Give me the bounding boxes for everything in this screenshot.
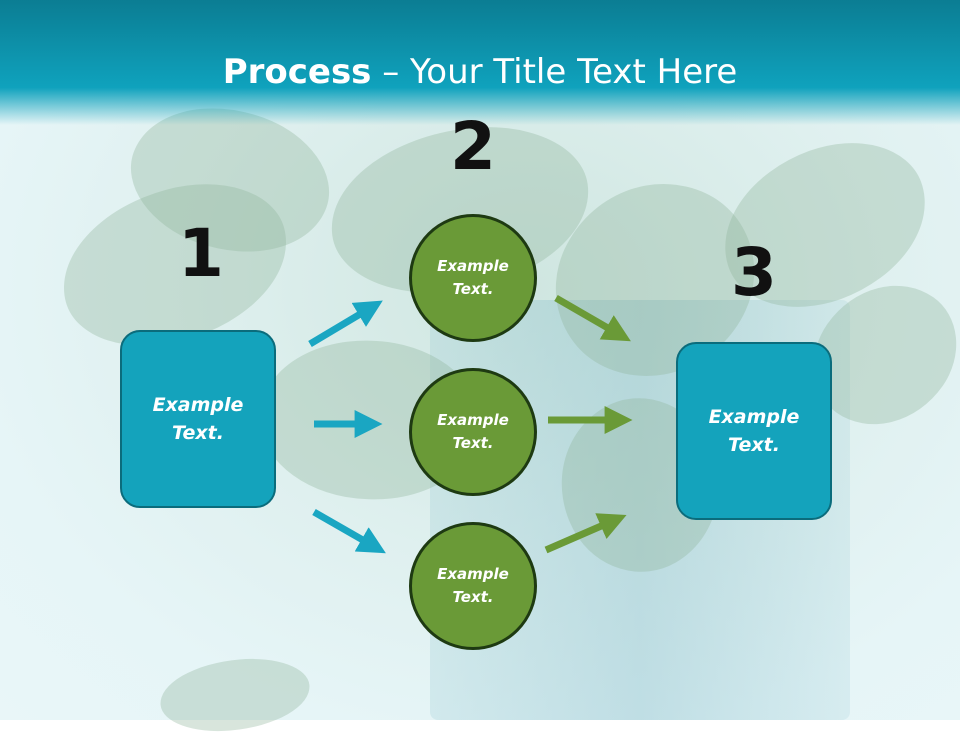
circle-text-line: Text. — [452, 434, 494, 452]
circle-text: Example Text. — [437, 255, 509, 302]
circle-text: Example Text. — [437, 563, 509, 610]
step-number-2: 2 — [450, 108, 496, 185]
left-process-box[interactable]: Example Text. — [120, 330, 276, 508]
left-box-text-line: Text. — [172, 422, 224, 444]
right-process-box[interactable]: Example Text. — [676, 342, 832, 520]
arrows-layer — [308, 294, 633, 554]
circle-text-line: Example — [437, 410, 509, 429]
process-circle-middle[interactable]: Example Text. — [409, 368, 537, 496]
right-box-text: Example Text. — [709, 403, 800, 460]
title-rest: – Your Title Text Here — [371, 52, 738, 92]
title-bar — [0, 0, 960, 125]
arrow-blue-down — [312, 508, 386, 554]
step-number-1: 1 — [178, 215, 224, 292]
process-circle-bottom[interactable]: Example Text. — [409, 522, 537, 650]
circle-text-line: Example — [437, 564, 509, 583]
right-box-text-line: Text. — [728, 434, 780, 456]
circle-text-line: Text. — [452, 280, 494, 298]
left-box-text-line: Example — [152, 393, 244, 416]
process-circle-top[interactable]: Example Text. — [409, 214, 537, 342]
title-bold: Process — [222, 52, 372, 92]
right-box-text-line: Example — [708, 405, 800, 428]
circle-text: Example Text. — [437, 409, 509, 456]
arrow-blue-up — [308, 300, 383, 348]
arrow-green-down — [554, 294, 631, 342]
circle-text-line: Example — [437, 256, 509, 275]
circle-text-line: Text. — [452, 588, 494, 606]
left-box-text: Example Text. — [153, 391, 244, 448]
slide-title: Process – Your Title Text Here — [0, 52, 960, 92]
arrow-green-up — [544, 513, 627, 554]
step-number-3: 3 — [731, 234, 777, 311]
